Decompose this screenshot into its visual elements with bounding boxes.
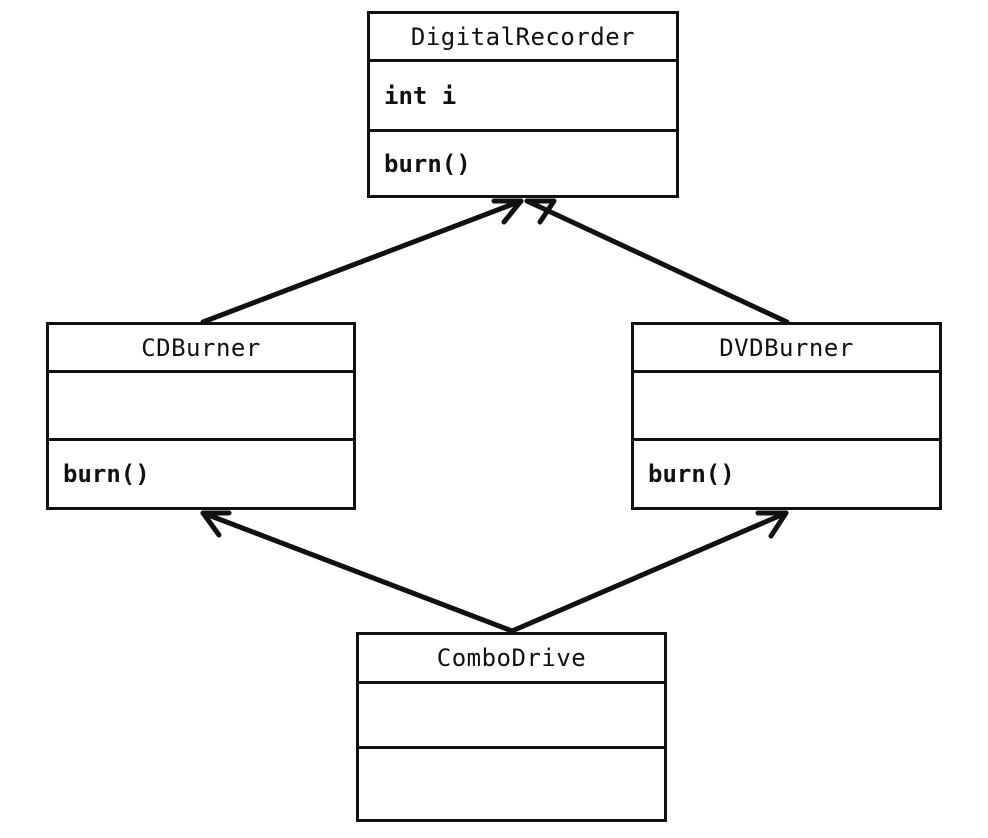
class-box-digital-recorder: DigitalRecorder int i burn(): [367, 11, 679, 198]
attributes-compartment: [359, 681, 664, 746]
attributes-compartment: [634, 370, 939, 438]
attribute: int i: [384, 81, 457, 110]
class-box-cd-burner: CDBurner burn(): [46, 322, 356, 510]
method: burn(): [63, 460, 150, 488]
attributes-compartment: int i: [370, 59, 676, 129]
class-name: DigitalRecorder: [410, 22, 636, 51]
arrow-dvdburner-to-digitalrecorder: [524, 198, 790, 325]
method: burn(): [384, 149, 471, 178]
method: burn(): [648, 460, 735, 488]
class-box-dvd-burner: DVDBurner burn(): [631, 322, 942, 510]
class-name: DVDBurner: [719, 333, 854, 362]
class-box-combo-drive: ComboDrive: [356, 632, 667, 822]
methods-compartment: burn(): [370, 129, 676, 195]
methods-compartment: [359, 746, 664, 819]
attributes-compartment: [49, 370, 353, 438]
arrow-combodrive-to-cdburner: [200, 510, 515, 634]
class-name: CDBurner: [141, 333, 261, 362]
methods-compartment: burn(): [49, 438, 353, 507]
class-name: ComboDrive: [436, 644, 587, 672]
arrow-combodrive-to-dvdburner: [509, 510, 789, 634]
arrow-cdburner-to-digitalrecorder: [200, 198, 524, 325]
methods-compartment: burn(): [634, 438, 939, 507]
